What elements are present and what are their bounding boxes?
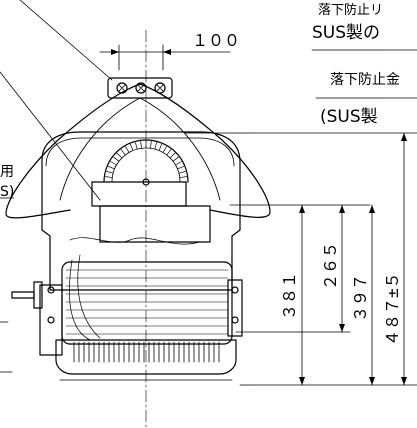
dim-text-100: １００ <box>192 31 240 50</box>
dim-text-381: ３８１ <box>280 272 299 320</box>
bracket-bolt-center <box>135 82 147 94</box>
top-bracket <box>107 77 173 99</box>
label-left-1: 用 <box>0 164 14 180</box>
leader-line-1 <box>19 0 113 81</box>
bracket-bolt-left <box>116 82 128 94</box>
gear-box <box>99 205 211 243</box>
lamp-cylinder <box>61 261 233 345</box>
dim-text-487: ４８７±５ <box>383 272 402 346</box>
label-left-2: S) <box>0 184 14 200</box>
outer-shell <box>5 83 271 219</box>
left-handle <box>11 291 35 299</box>
gauge-ticks <box>104 140 188 183</box>
leader-line-2 <box>0 71 101 201</box>
bracket-bolt-right <box>154 82 166 94</box>
label-top-right-2: SUS製の <box>312 23 380 43</box>
label-top-right-1: 落下防止リ <box>318 2 383 18</box>
left-frame <box>39 284 63 356</box>
base-plate <box>55 339 237 375</box>
label-mid-right-2: (SUS製 <box>320 107 378 127</box>
dim-text-397: ３９７ <box>351 274 370 322</box>
base-fins <box>73 341 220 363</box>
wiring <box>69 237 201 245</box>
lamp-ribs <box>65 269 229 335</box>
upper-chassis <box>91 181 187 207</box>
housing-body <box>41 131 241 291</box>
label-mid-right-1: 落下防止金 <box>330 72 400 88</box>
right-frame <box>227 279 243 337</box>
inner-shell-line <box>59 97 221 201</box>
dim-text-265: ２６５ <box>321 242 340 290</box>
